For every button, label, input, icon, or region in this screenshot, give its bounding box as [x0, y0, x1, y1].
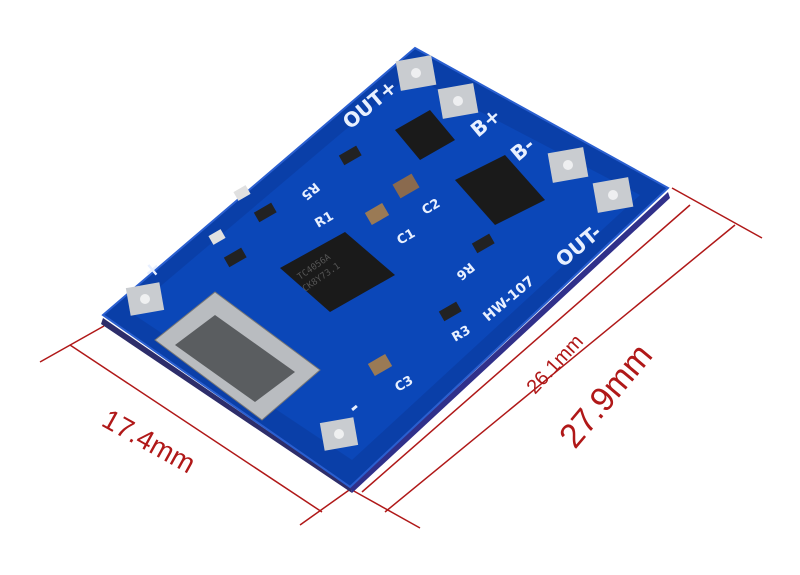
dimension-lines [39, 187, 763, 529]
dimension-inner-length: 26.1mm [523, 331, 588, 399]
chip-protection [455, 155, 545, 225]
board-edge-side [350, 192, 670, 493]
chip-charger: TC4056A CK8Y73.1 [280, 232, 395, 312]
dimension-width: 17.4mm [97, 403, 201, 479]
micro-usb-connector [154, 291, 321, 421]
passive-components [208, 145, 495, 377]
chip-mosfet [395, 110, 455, 160]
board-edge [101, 318, 352, 493]
